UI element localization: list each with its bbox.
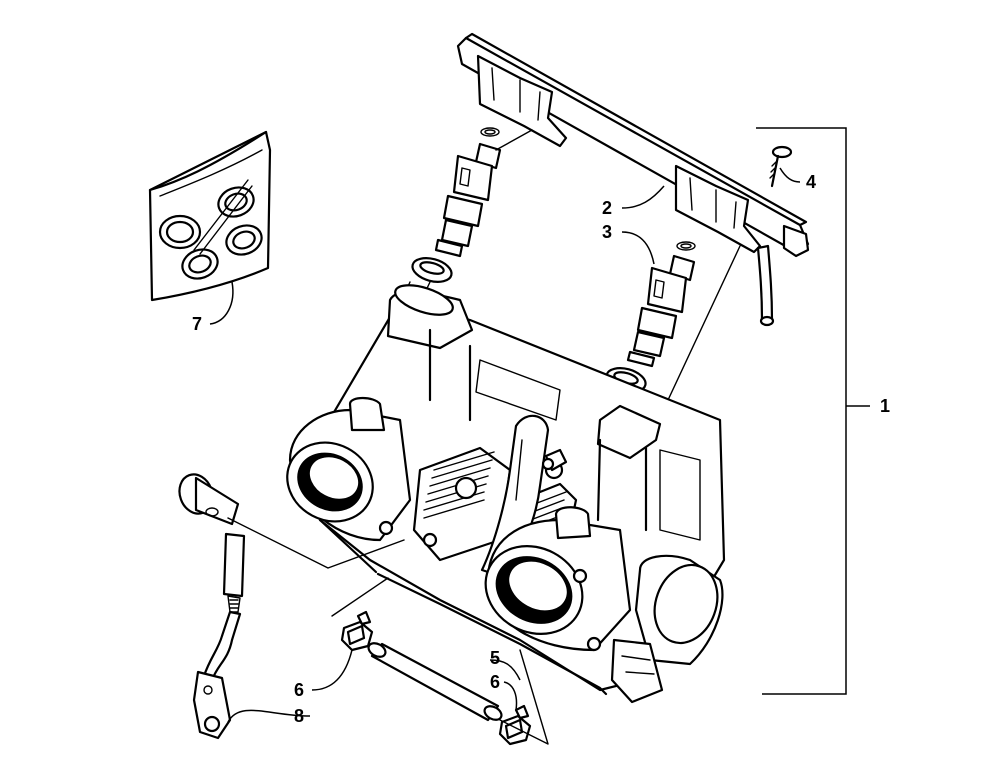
fuel-rail xyxy=(456,32,810,258)
fuel-injector-left xyxy=(434,127,502,258)
body-bolts xyxy=(378,457,602,652)
leader-5 xyxy=(489,659,521,681)
throttle-bore-right xyxy=(484,506,632,652)
sensor-link-rod xyxy=(178,473,246,740)
vacuum-hose xyxy=(367,642,503,722)
gasket-kit-bag xyxy=(148,130,272,302)
throttle-bore-left xyxy=(286,396,412,542)
callout-6-clamp-a: 6 xyxy=(294,680,304,700)
alignment-line xyxy=(331,577,389,617)
alignment-line xyxy=(227,517,405,569)
fuel-hose xyxy=(756,244,775,327)
callout-3: 3 xyxy=(602,222,612,242)
leader-6a xyxy=(311,649,353,691)
leader-6b xyxy=(503,681,518,711)
screw xyxy=(769,145,793,188)
leader-2 xyxy=(621,185,665,209)
callout-2: 2 xyxy=(602,198,612,218)
injector-seal-left xyxy=(411,257,453,283)
leader-7 xyxy=(209,281,234,325)
hose-clamp-top xyxy=(340,610,374,652)
throttle-body-assembly xyxy=(286,284,726,704)
leader-3 xyxy=(621,231,655,265)
hose-clamp-bottom xyxy=(498,704,532,746)
callout-8: 8 xyxy=(294,706,304,726)
alignment-line xyxy=(495,129,533,151)
callout-6-clamp-b: 6 xyxy=(490,672,500,692)
assembly-bracket-1 xyxy=(756,127,870,695)
callout-1: 1 xyxy=(880,396,890,416)
callout-5: 5 xyxy=(490,648,500,668)
callout-4: 4 xyxy=(806,172,816,192)
fuel-injector-right xyxy=(626,241,696,368)
leader-4 xyxy=(779,167,801,183)
leader-8 xyxy=(227,709,311,723)
alignment-line xyxy=(499,649,549,745)
callout-7: 7 xyxy=(192,314,202,334)
throttle-position-sensor xyxy=(610,554,724,704)
